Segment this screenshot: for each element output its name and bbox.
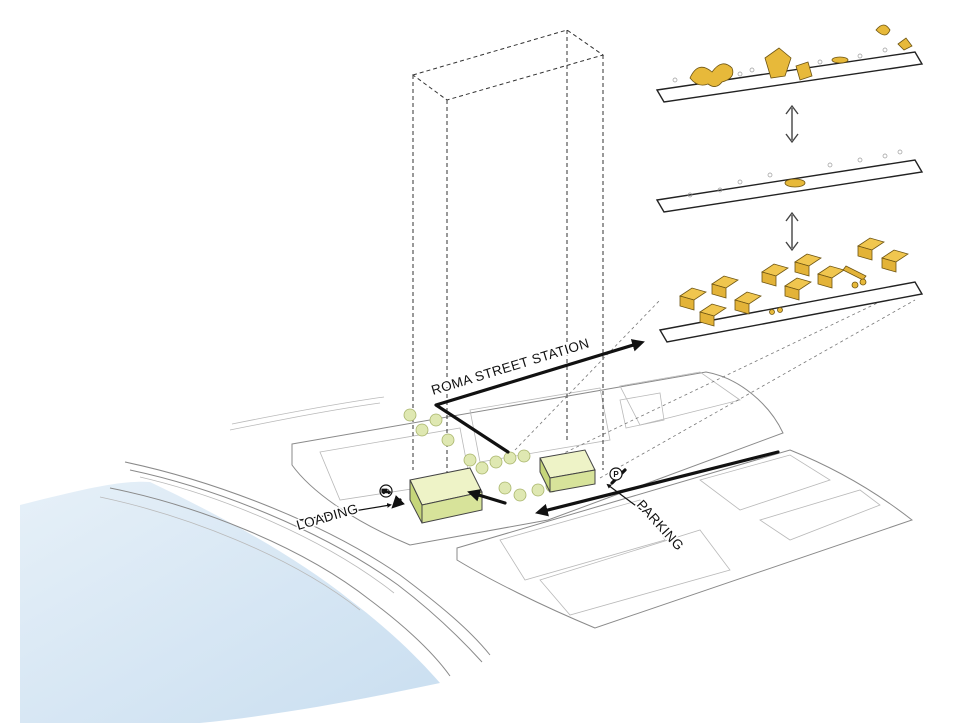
podium-building-east xyxy=(539,449,596,493)
route-roma-street-station xyxy=(434,339,645,454)
svg-text:P: P xyxy=(613,470,619,479)
sculpture-figures xyxy=(689,24,913,87)
crowd-people-top xyxy=(672,47,888,83)
loading-pointer xyxy=(299,503,392,521)
label-parking: PARKING xyxy=(634,497,687,554)
crowd-people-middle xyxy=(687,149,903,198)
city-block-east xyxy=(456,449,914,629)
label-loading: LOADING xyxy=(295,501,360,533)
double-arrow-upper xyxy=(785,104,799,144)
river-water xyxy=(20,481,440,723)
market-tents xyxy=(679,237,909,327)
podium-building-west xyxy=(409,467,483,524)
platform-event-plaza xyxy=(655,149,924,213)
platform-market xyxy=(658,237,924,343)
svg-text:⛟: ⛟ xyxy=(381,487,391,496)
plaza-stage xyxy=(784,178,806,188)
loading-icon: ⛟ xyxy=(379,484,393,498)
riverside-roads xyxy=(99,396,491,677)
route-podium-entry xyxy=(467,489,507,505)
site-trees xyxy=(403,408,559,502)
parking-pointer xyxy=(606,483,656,521)
site-block xyxy=(291,371,784,546)
tower-outline xyxy=(411,29,605,490)
double-arrow-lower xyxy=(785,211,799,252)
parking-icon: P xyxy=(609,467,623,481)
route-loading xyxy=(391,495,405,509)
connector-lines xyxy=(514,284,916,479)
platform-sculpture-park xyxy=(655,24,924,103)
route-parking xyxy=(535,450,780,517)
